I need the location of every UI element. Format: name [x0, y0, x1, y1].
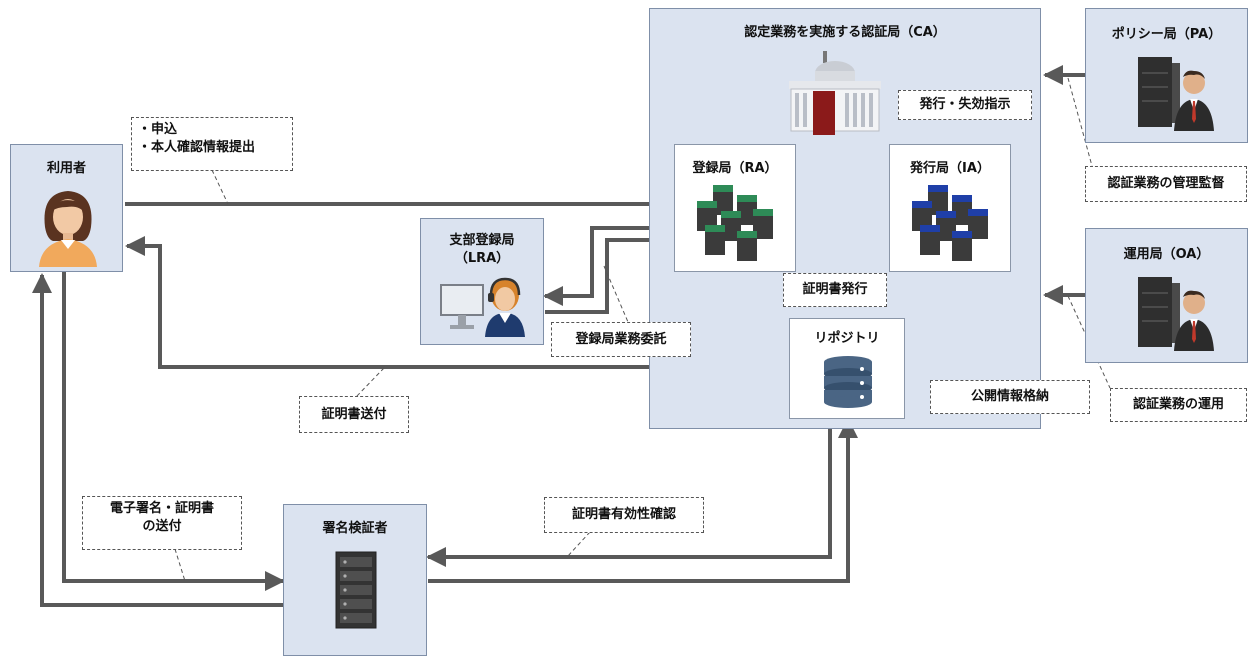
- lra-title-line1: 支部登録局: [449, 233, 515, 248]
- note-validity: 証明書有効性確認: [544, 497, 704, 533]
- note-cert-send: 証明書送付: [299, 396, 409, 433]
- ca-title: 認定業務を実施する認証局（CA）: [744, 25, 946, 40]
- pa-title: ポリシー局（PA）: [1111, 27, 1222, 42]
- lra-title-line2: （LRA）: [454, 251, 510, 266]
- user-title: 利用者: [46, 161, 86, 176]
- green-server-cluster-icon: [697, 185, 773, 261]
- oa-box: 運用局（OA）: [1085, 228, 1248, 363]
- ra-title: 登録局（RA）: [692, 161, 778, 176]
- arrow-verifier-to-repository: [428, 418, 858, 583]
- oa-title: 運用局（OA）: [1123, 247, 1210, 262]
- note-pa-management: 認証業務の管理監督: [1085, 166, 1247, 202]
- arrow-repository-to-verifier: [426, 420, 832, 567]
- note-sig-send: 電子署名・証明書 の送付: [82, 496, 242, 550]
- building-icon: [789, 51, 881, 135]
- note-ra-delegation: 登録局業務委託: [551, 322, 691, 357]
- repository-box: リポジトリ: [789, 318, 905, 419]
- server-unit: [697, 185, 773, 261]
- ia-box: 発行局（IA）: [889, 144, 1011, 272]
- note-apply: ・申込 ・本人確認情報提出: [131, 117, 293, 171]
- operator-computer-icon: [440, 277, 525, 337]
- arrow-user-to-verifier: [62, 272, 285, 591]
- arrow-verifier-to-user: [32, 273, 283, 607]
- note-apply-line1: ・申込: [138, 122, 178, 137]
- note-publish: 公開情報格納: [930, 380, 1090, 414]
- ra-box: 登録局（RA）: [674, 144, 796, 272]
- woman-avatar-icon: [39, 191, 97, 267]
- server-rack-icon: [335, 551, 377, 629]
- blue-server-cluster-icon: [912, 185, 988, 261]
- server-person-icon: [1138, 277, 1214, 351]
- server-person-icon: [1138, 57, 1214, 131]
- lra-box: 支部登録局 （LRA）: [420, 218, 544, 345]
- user-box: 利用者: [10, 144, 123, 272]
- repository-title: リポジトリ: [814, 331, 880, 346]
- note-cert-issue: 証明書発行: [783, 273, 887, 307]
- pa-box: ポリシー局（PA）: [1085, 8, 1248, 143]
- note-apply-line2: ・本人確認情報提出: [138, 140, 256, 155]
- database-icon: [824, 356, 872, 408]
- note-issue-revoke: 発行・失効指示: [898, 90, 1032, 120]
- ia-title: 発行局（IA）: [910, 161, 990, 176]
- arrow-lra-to-ra: [545, 230, 674, 314]
- verifier-title: 署名検証者: [322, 521, 388, 536]
- arrow-ra-to-lra: [543, 226, 672, 306]
- note-oa-operation: 認証業務の運用: [1110, 388, 1247, 422]
- verifier-box: 署名検証者: [283, 504, 427, 656]
- note-sig-send-line1: 電子署名・証明書: [109, 501, 214, 516]
- note-sig-send-line2: の送付: [142, 519, 182, 534]
